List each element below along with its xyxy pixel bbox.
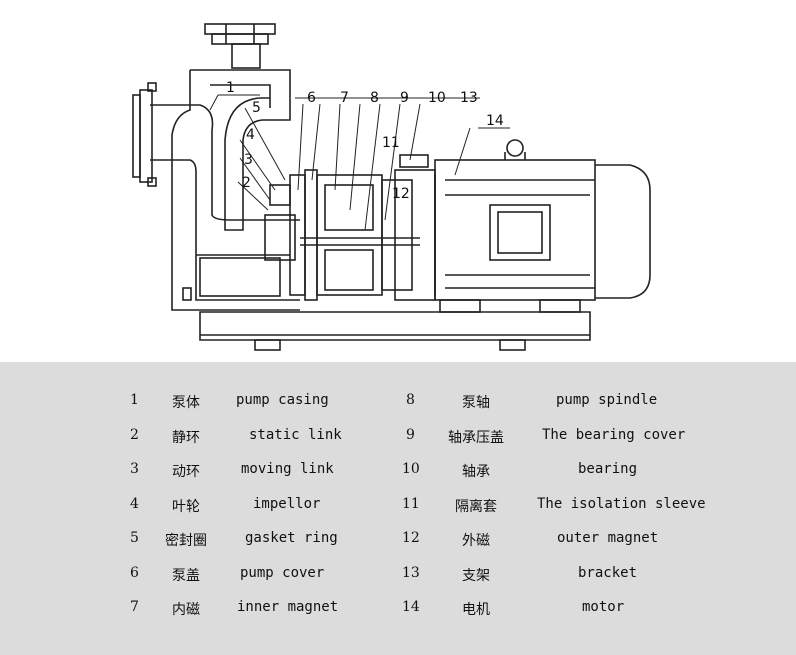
callout-3: 3 (244, 152, 253, 168)
callout-13: 13 (460, 90, 478, 106)
legend-en: inner magnet (237, 599, 339, 615)
legend-num: 5 (130, 530, 139, 546)
legend-en: moving link (241, 461, 334, 477)
legend-zh: 电机 (462, 602, 490, 618)
legend-zh: 外磁 (462, 533, 490, 549)
legend-en: bracket (578, 565, 638, 581)
callout-14: 14 (486, 113, 504, 129)
legend-num: 9 (406, 427, 415, 443)
callout-5: 5 (252, 100, 261, 116)
legend-en: pump cover (240, 565, 325, 581)
callout-9: 9 (400, 90, 409, 106)
legend-en: The isolation sleeve (537, 496, 706, 512)
legend-num: 10 (402, 461, 420, 477)
legend-zh: 轴承压盖 (448, 430, 504, 446)
callout-4: 4 (246, 127, 255, 143)
legend-zh: 泵体 (172, 395, 200, 411)
legend-en: impellor (253, 496, 321, 512)
callout-11: 11 (382, 135, 400, 151)
legend-num: 11 (402, 496, 420, 512)
motor-shape (434, 139, 651, 301)
legend-zh: 叶轮 (172, 499, 200, 515)
pump-drawing: 1 2 3 4 5 6 7 8 9 10 11 12 13 14 (132, 23, 651, 351)
outlet-flange (204, 23, 276, 69)
magnet-housing-shape (316, 154, 436, 301)
legend-zh: 泵盖 (172, 568, 200, 584)
legend-zh: 动环 (172, 464, 200, 480)
callout-8: 8 (370, 90, 379, 106)
callout-6: 6 (307, 90, 316, 106)
legend-en: pump spindle (556, 392, 658, 408)
legend-en: bearing (578, 461, 638, 477)
legend-num: 7 (130, 599, 139, 615)
callout-10: 10 (428, 90, 446, 106)
legend-num: 14 (402, 599, 420, 615)
legend-num: 12 (402, 530, 420, 546)
legend-num: 2 (130, 427, 139, 443)
legend-zh: 内磁 (172, 602, 200, 618)
legend-num: 3 (130, 461, 139, 477)
pump-diagram: 1 2 3 4 5 6 7 8 9 10 11 12 13 14 (132, 23, 651, 351)
pump-casing-shape (132, 69, 300, 311)
callout-1: 1 (226, 80, 235, 96)
legend-en: The bearing cover (542, 427, 686, 443)
base-plate-shape (199, 299, 591, 351)
legend-num: 8 (406, 392, 415, 408)
legend-en: pump casing (236, 392, 329, 408)
legend-zh: 静环 (172, 430, 200, 446)
legend-en: motor (582, 599, 625, 615)
legend-en: static link (249, 427, 342, 443)
legend-zh: 隔离套 (455, 499, 497, 515)
leader-lines (209, 94, 510, 231)
legend-num: 1 (130, 392, 139, 408)
callout-12: 12 (392, 186, 410, 202)
legend-zh: 密封圈 (165, 533, 207, 549)
legend-num: 4 (130, 496, 139, 512)
legend-zh: 支架 (462, 568, 490, 584)
legend-num: 6 (130, 565, 139, 581)
legend-en: gasket ring (245, 530, 338, 546)
callout-7: 7 (340, 90, 349, 106)
legend-num: 13 (402, 565, 420, 581)
parts-legend: 1 泵体 pump casing 2 静环 static link 3 动环 m… (0, 362, 796, 655)
legend-zh: 泵轴 (462, 395, 490, 411)
legend-zh: 轴承 (462, 464, 490, 480)
legend-en: outer magnet (557, 530, 659, 546)
callout-2: 2 (242, 175, 251, 191)
